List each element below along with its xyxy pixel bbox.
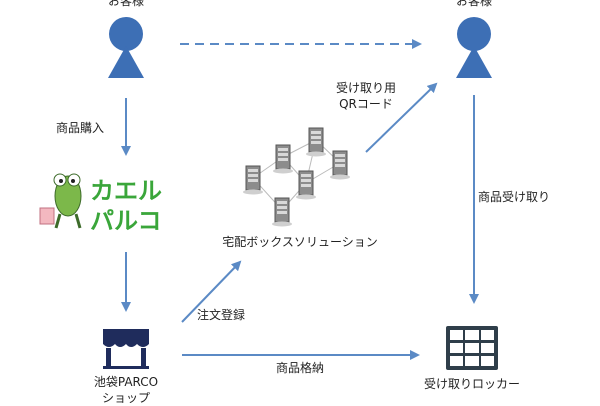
server-slot xyxy=(277,206,287,209)
server-slot xyxy=(278,153,288,156)
logo-line-1: カエル xyxy=(90,177,162,205)
server-slot xyxy=(277,211,287,214)
edge-store-label: 商品格納 xyxy=(275,361,325,375)
server-slot xyxy=(311,141,321,144)
edge-qr-label-line-1: 受け取り用 xyxy=(335,81,397,95)
server-slot xyxy=(278,148,288,151)
server-shadow xyxy=(296,194,316,200)
server-shadow xyxy=(306,151,326,157)
logo-line-2: パルコ xyxy=(90,207,162,235)
server-slot xyxy=(278,158,288,161)
customer-left-icon xyxy=(108,17,144,78)
server-slot xyxy=(311,131,321,134)
server-slot xyxy=(248,169,258,172)
server-slot xyxy=(248,179,258,182)
customer-left-label: お客様 xyxy=(107,0,145,8)
edge-purchase-label: 商品購入 xyxy=(56,121,105,135)
arrow-qr xyxy=(365,82,438,153)
locker-icon xyxy=(446,326,498,370)
solution-label: 宅配ボックスソリューション xyxy=(222,235,378,249)
customer-right-label: お客様 xyxy=(455,0,493,8)
locker-label: 受け取りロッカー xyxy=(423,377,521,391)
server-shadow xyxy=(272,221,292,227)
server-slot xyxy=(335,154,345,157)
server-slot xyxy=(301,174,311,177)
server-shadow xyxy=(330,174,350,180)
server-cluster-icon xyxy=(243,127,350,227)
server-slot xyxy=(301,179,311,182)
server-slot xyxy=(277,201,287,204)
shop-icon xyxy=(103,329,149,369)
edge-order-label: 注文登録 xyxy=(197,308,246,322)
server-slot xyxy=(335,164,345,167)
arrow-order xyxy=(181,260,242,323)
server-slot xyxy=(311,136,321,139)
shop-label-line-2: ショップ xyxy=(101,391,151,405)
shop-label-line-1: 池袋PARCO xyxy=(93,375,159,389)
server-shadow xyxy=(243,189,263,195)
server-slot xyxy=(248,174,258,177)
server-slot xyxy=(301,184,311,187)
server-shadow xyxy=(273,168,293,174)
customer-right-icon xyxy=(456,17,492,78)
edge-receive-label: 商品受け取り xyxy=(478,190,551,204)
edge-qr-label-line-2: QRコード xyxy=(339,97,393,111)
frog-mascot-icon xyxy=(39,173,82,229)
server-slot xyxy=(335,159,345,162)
